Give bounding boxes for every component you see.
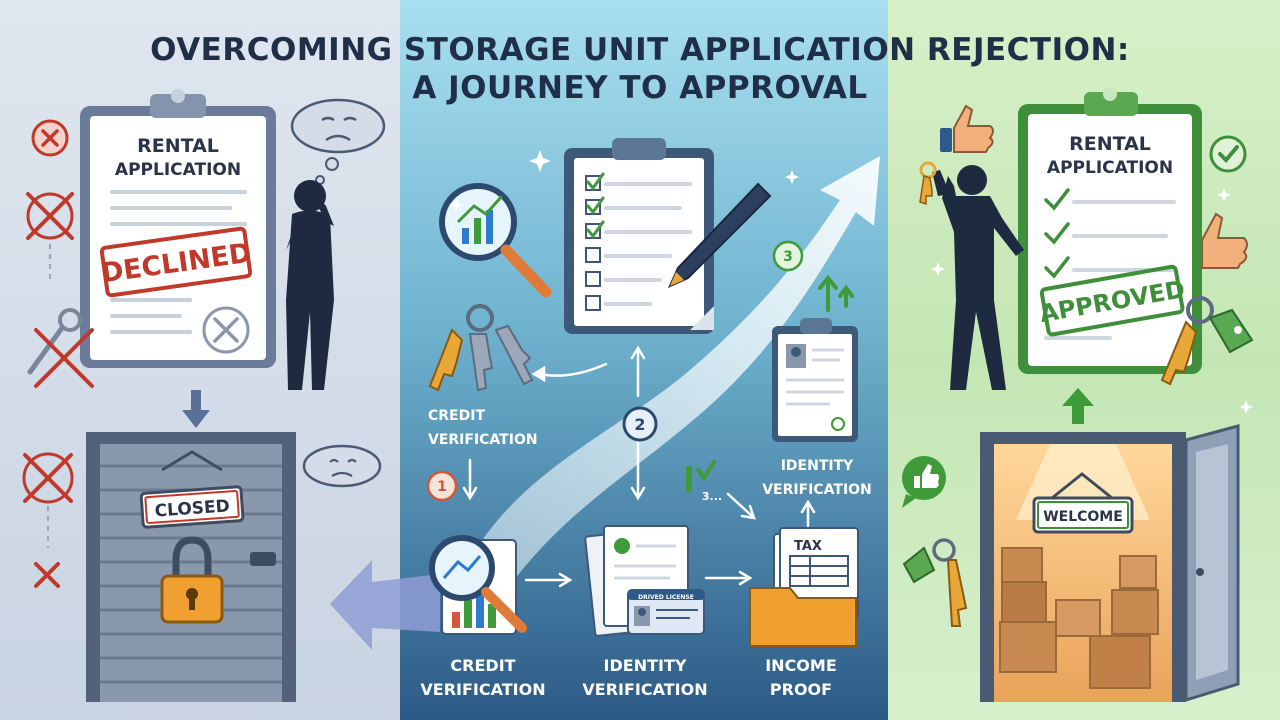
identity-upper-line-2: VERIFICATION [762, 482, 872, 498]
identity-lower-line-1: IDENTITY [603, 656, 687, 675]
welcome-sign-text: WELCOME [1043, 509, 1123, 525]
identity-verification-label-upper: IDENTITY VERIFICATION [752, 454, 882, 502]
red-x-small-icon [34, 562, 60, 588]
step-2-badge [622, 406, 658, 442]
id-clipboard [772, 318, 858, 442]
verify-mark-icon [686, 460, 716, 492]
credit-upper-line-1: CREDIT [428, 408, 485, 424]
red-x-badge-icon [31, 119, 69, 157]
income-proof-folder-icon [749, 527, 859, 647]
credit-lower-line-2: VERIFICATION [420, 680, 546, 699]
credit-lower-line-1: CREDIT [450, 656, 516, 675]
identity-verification-label: IDENTITY VERIFICATION [570, 654, 720, 702]
up-arrows-icon [818, 274, 854, 312]
credit-upper-line-2: VERIFICATION [428, 432, 538, 448]
income-proof-label: INCOME PROOF [736, 654, 866, 702]
crossed-circle-icon-2 [22, 452, 74, 504]
step-2-number: 2 [634, 415, 645, 434]
crossed-keys-icon [27, 308, 94, 388]
magnifier-chart-icon [439, 183, 552, 298]
journey-path [470, 156, 880, 600]
reject-circle-icon [202, 306, 250, 354]
closed-storage-unit [86, 432, 296, 702]
flow-arrows [462, 345, 816, 588]
tax-label: TAX [794, 539, 822, 554]
identity-lower-line-2: VERIFICATION [582, 680, 708, 699]
sparkle-icons [449, 150, 1253, 414]
declined-stamp [99, 226, 253, 298]
identity-upper-line-1: IDENTITY [780, 458, 854, 474]
sad-cloud-icon-2 [302, 444, 382, 488]
approved-clipboard [1018, 87, 1202, 374]
income-line-1: INCOME [765, 656, 837, 675]
left-form-title-1: RENTAL [137, 135, 219, 157]
step-3-badge [772, 240, 804, 272]
crossed-circle-icon [26, 192, 74, 240]
down-arrow-icon [182, 390, 210, 428]
left-form-title-2: APPLICATION [115, 160, 241, 180]
checkmark-badge-icon [1209, 135, 1247, 173]
raised-key-icon [919, 161, 937, 206]
credit-verification-label-upper: CREDIT VERIFICATION [428, 404, 548, 452]
pen-icon [668, 182, 772, 288]
declined-clipboard [80, 89, 276, 368]
welcome-sign [1032, 496, 1134, 534]
open-storage-unit [980, 424, 1240, 703]
credit-report-icon [429, 535, 527, 635]
back-arrow-icon [330, 560, 440, 650]
approved-keys-icon [1160, 296, 1254, 386]
green-key-icon [902, 538, 968, 627]
main-title-line-2: A JOURNEY TO APPROVAL [412, 70, 868, 106]
license-label: DRIVED LICENSE [638, 594, 694, 601]
step-1-badge [426, 470, 458, 502]
worried-person-silhouette [286, 180, 334, 390]
thumbs-up-bubble-icon [902, 456, 946, 508]
main-title-line-1: OVERCOMING STORAGE UNIT APPLICATION REJE… [150, 32, 1130, 68]
identity-documents-icon [584, 525, 705, 637]
keys-icon [428, 304, 534, 392]
right-form-title-2: APPLICATION [1047, 158, 1173, 178]
step-3-number: 3 [783, 249, 793, 265]
thumbs-up-icon [940, 104, 994, 153]
right-form-title-1: RENTAL [1069, 133, 1151, 155]
step-1-number: 1 [437, 479, 447, 495]
checklist-clipboard [564, 138, 714, 334]
income-line-2: PROOF [769, 680, 833, 699]
happy-person-silhouette [932, 165, 1024, 390]
sad-cloud-icon [290, 98, 386, 185]
credit-verification-label: CREDIT VERIFICATION [408, 654, 558, 702]
up-arrow-icon [1062, 388, 1094, 424]
small-note: 3... [702, 490, 722, 503]
